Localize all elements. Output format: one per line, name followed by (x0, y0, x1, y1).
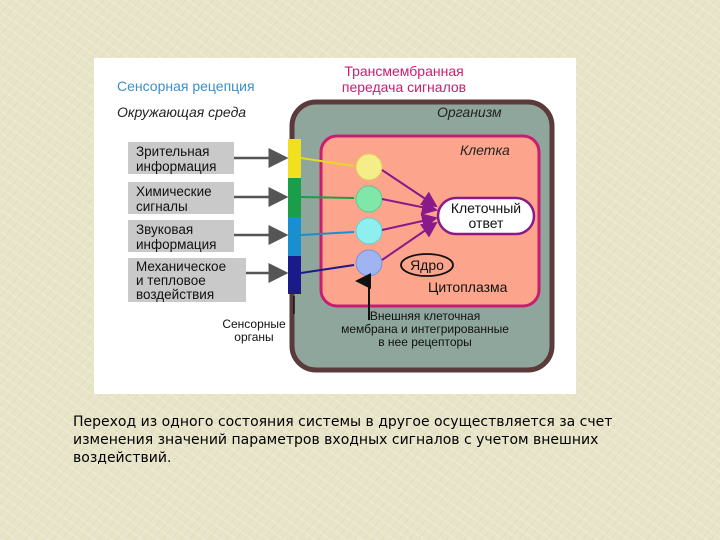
caption-text: Переход из одного состояния системы в др… (73, 414, 613, 466)
diagram-figure: Сенсорная рецепция Трансмембранная перед… (94, 58, 576, 394)
arrow-receptor-green-response (381, 198, 438, 216)
arrow-sensor-navy (300, 264, 355, 274)
input-chemical-line-1: Химические (136, 184, 212, 199)
input-visual-line-1: Зрительная (136, 144, 209, 159)
membrane-label-line-1: Внешняя клеточная (370, 309, 480, 323)
sensor-organs-line-2: органы (234, 330, 273, 344)
organism-label: Организм (437, 104, 502, 120)
sensor-organs-line-1: Сенсорные (222, 317, 286, 331)
membrane-label-line-2: мембрана и интегрированные (341, 322, 509, 336)
header-sensory: Сенсорная рецепция (117, 78, 255, 94)
arrow-receptor-blue-response (381, 221, 438, 261)
cytoplasm-label: Цитоплазма (428, 279, 508, 295)
arrow-sensor-blue (300, 231, 355, 236)
input-box-sound (128, 220, 234, 252)
arrow-sensor-green (300, 196, 355, 199)
receptor-cyan (355, 217, 383, 245)
input-mechanical-line-1: Механическое (136, 259, 226, 274)
header-transmembrane-1: Трансмембранная (344, 63, 463, 79)
membrane-label-line-3: в нее рецепторы (378, 335, 472, 349)
cell-response-line-1: Клеточный (451, 200, 521, 216)
input-mechanical-line-2: и тепловое (136, 273, 206, 288)
input-sound-line-2: информация (136, 237, 217, 252)
cell-response-line-2: ответ (469, 215, 504, 231)
input-visual-line-2: информация (136, 159, 217, 174)
sensor-segment-blue (288, 217, 301, 256)
header-transmembrane-2: передача сигналов (342, 79, 466, 95)
sensor-segment-navy (288, 256, 301, 294)
sensor-segment-green (288, 178, 301, 217)
input-chemical-line-2: сигналы (136, 199, 188, 214)
receptor-blue (355, 249, 383, 277)
receptor-yellow (355, 153, 383, 181)
input-box-mechanical (128, 258, 246, 302)
input-sound-line-1: Звуковая (136, 222, 193, 237)
receptor-green (355, 185, 383, 213)
input-mechanical-line-3: воздействия (136, 287, 214, 302)
nucleus (400, 253, 454, 277)
input-box-visual (128, 142, 234, 174)
arrow-receptor-cyan-response (381, 213, 438, 231)
sensor-segment-yellow (288, 139, 301, 178)
signal-transduction-diagram: Сенсорная рецепция Трансмембранная перед… (117, 63, 555, 373)
input-box-chemical (128, 182, 234, 214)
environment-label: Окружающая среда (117, 104, 246, 120)
nucleus-label: Ядро (410, 257, 444, 273)
cell-response-box (436, 196, 536, 236)
cell-label: Клетка (460, 142, 510, 158)
arrow-sensor-yellow (300, 157, 355, 167)
